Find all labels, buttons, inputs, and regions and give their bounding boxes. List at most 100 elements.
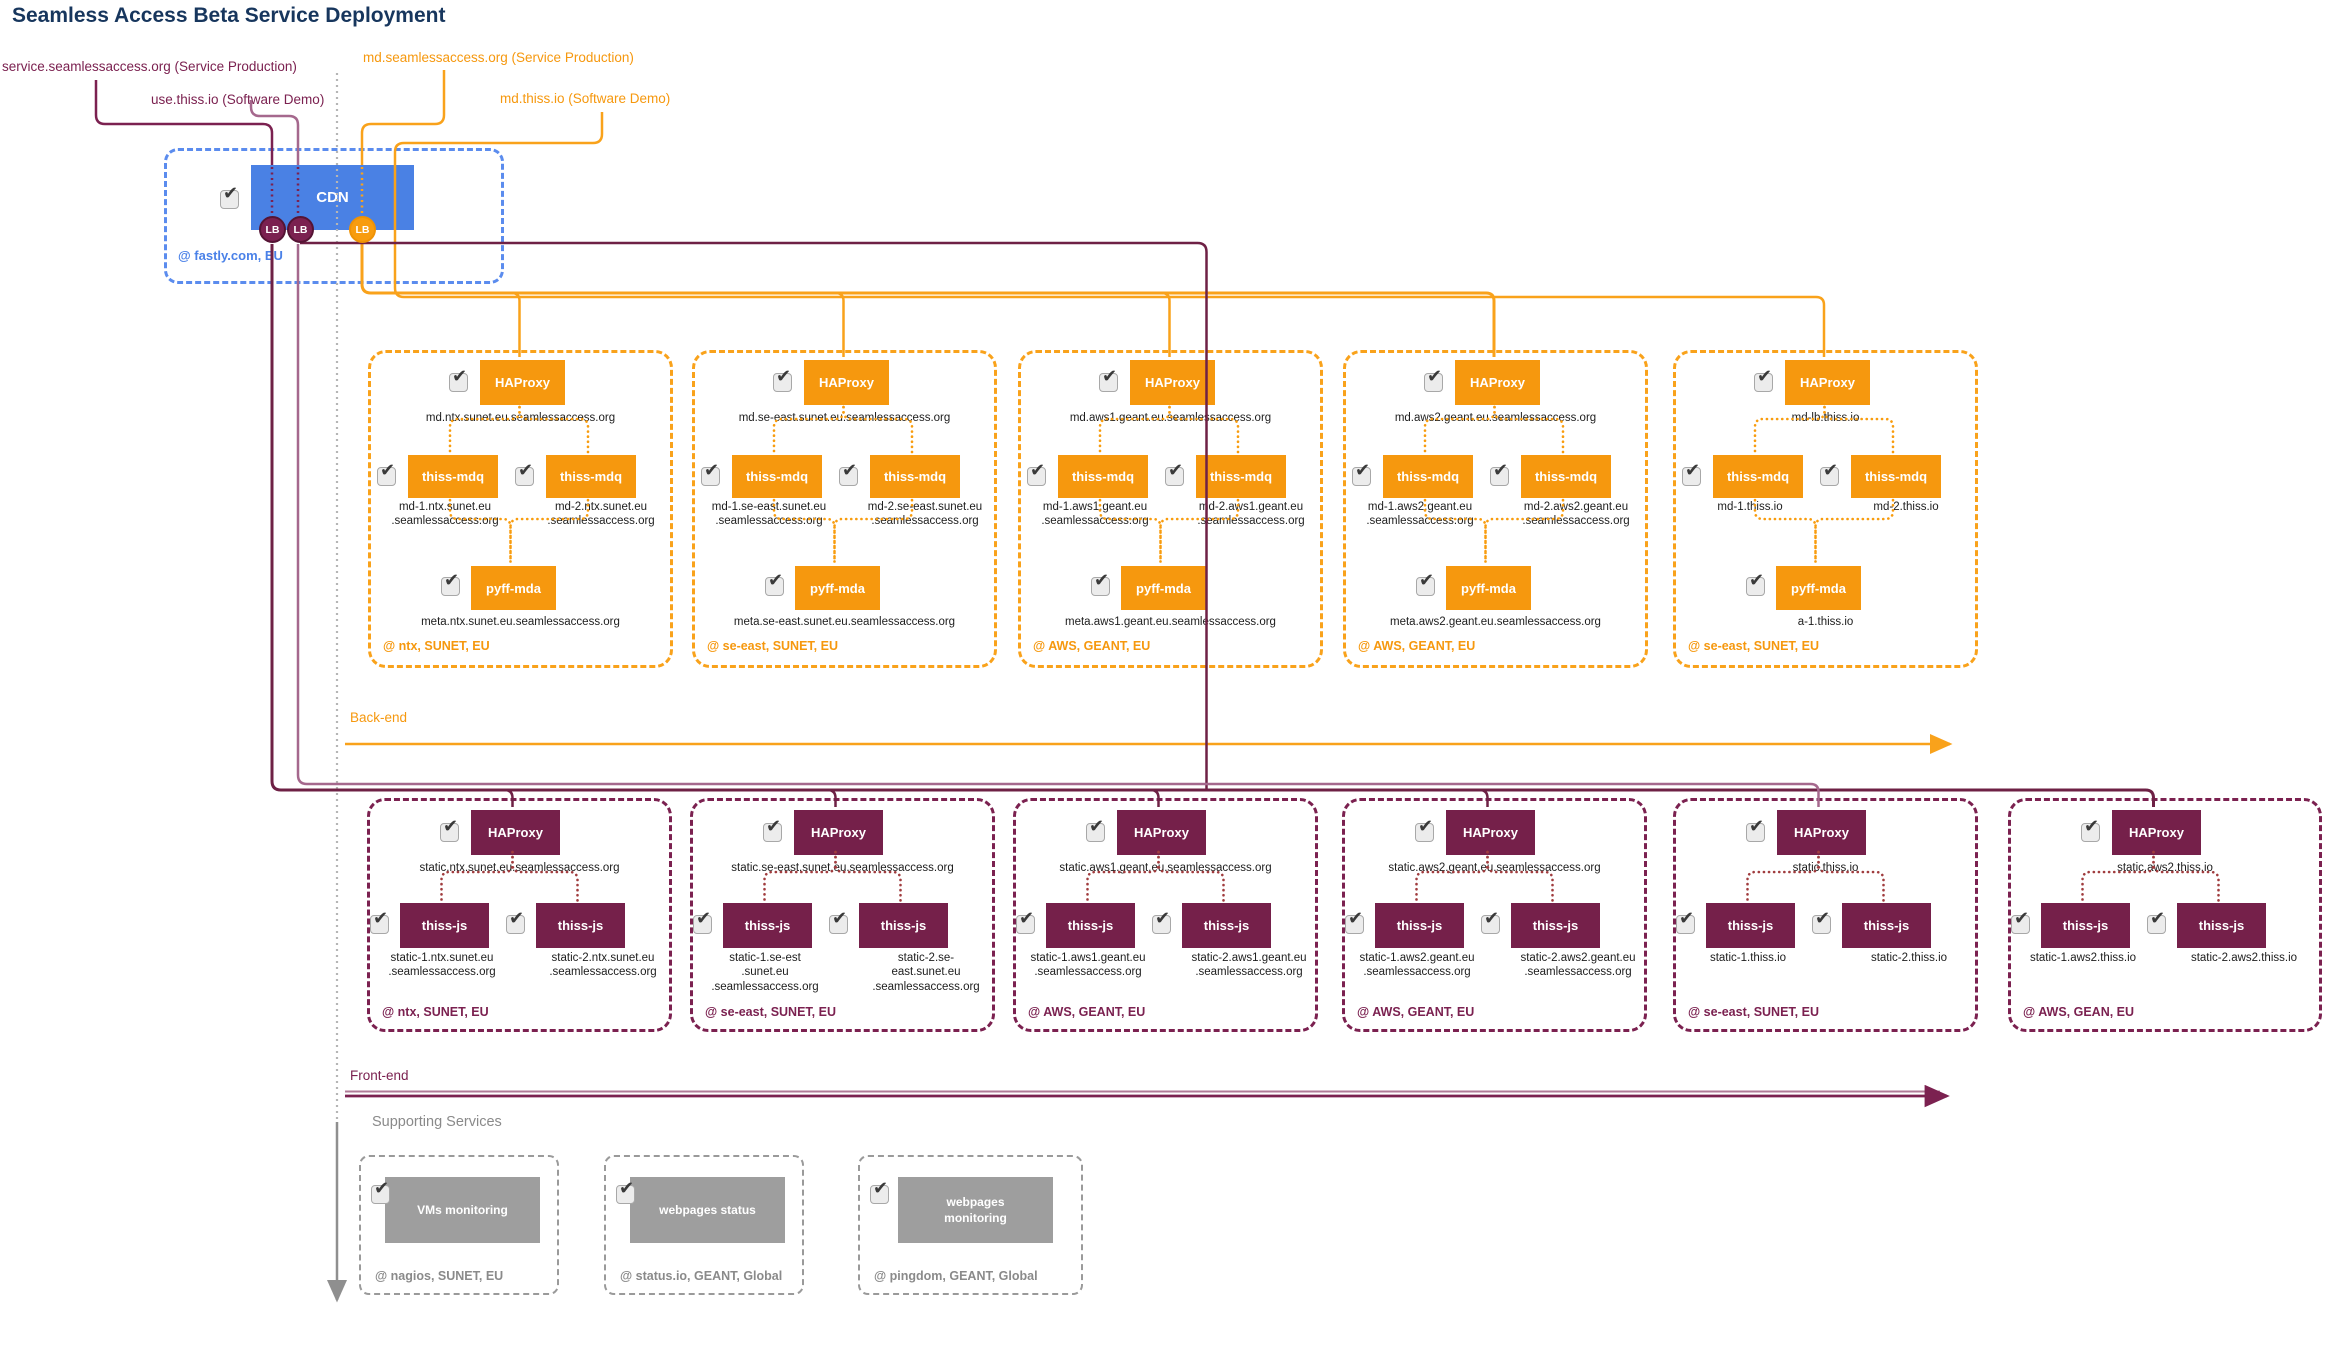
checkbox-checked[interactable] [377, 460, 396, 486]
pyff-mda-node: pyff-mda [1446, 566, 1531, 610]
thiss-js-node: thiss-js [400, 903, 489, 948]
label-service-production-frontend: service.seamlessaccess.org (Service Prod… [2, 59, 297, 74]
checkbox-checked[interactable] [441, 570, 460, 596]
site-location-label: @ pingdom, GEANT, Global [874, 1269, 1038, 1283]
hostname-label: md-lb.thiss.io [1791, 412, 1860, 424]
hostname-label: static-2.thiss.io [1870, 952, 1948, 964]
haproxy-node: HAProxy [1785, 360, 1870, 405]
hostname-label: md-2.ntx.sunet.eu .seamlessaccess.org [547, 501, 655, 528]
haproxy-node: HAProxy [1130, 360, 1215, 405]
hostname-label: md-1.se-east.sunet.eu .seamlessaccess.or… [711, 501, 827, 528]
checkbox-checked[interactable] [839, 460, 858, 486]
hostname-label: md-1.aws2.geant.eu .seamlessaccess.org [1366, 501, 1474, 528]
site-location-label: @ nagios, SUNET, EU [375, 1269, 504, 1283]
backend-flow-label: Back-end [350, 710, 408, 725]
checkbox-checked[interactable] [1490, 460, 1509, 486]
hostname-label: md.se-east.sunet.eu.seamlessaccess.org [738, 412, 951, 424]
thiss-js-node: thiss-js [859, 903, 948, 948]
checkbox-checked[interactable] [506, 908, 525, 934]
checkbox-checked[interactable] [765, 570, 784, 596]
haproxy-node: HAProxy [1117, 810, 1206, 855]
thiss-mdq-node: thiss-mdq [408, 455, 498, 498]
thiss-mdq-node: thiss-mdq [732, 455, 822, 498]
hostname-label: static-2.ntx.sunet.eu .seamlessaccess.or… [549, 952, 657, 979]
checkbox-checked[interactable] [1746, 570, 1765, 596]
hostname-label: md-2.se-east.sunet.eu .seamlessaccess.or… [867, 501, 983, 528]
checkbox-checked[interactable] [1416, 570, 1435, 596]
checkbox-checked[interactable] [449, 366, 468, 392]
thiss-js-node: thiss-js [1511, 903, 1600, 948]
checkbox-checked[interactable] [2147, 908, 2166, 934]
haproxy-node: HAProxy [2112, 810, 2201, 855]
thiss-js-node: thiss-js [1706, 903, 1795, 948]
checkbox-checked[interactable] [763, 816, 782, 842]
checkbox-checked[interactable] [693, 908, 712, 934]
checkbox-checked[interactable] [829, 908, 848, 934]
lb-badge: LB [287, 216, 314, 243]
checkbox-checked[interactable] [1415, 816, 1434, 842]
checkbox-checked[interactable] [773, 366, 792, 392]
checkbox-checked[interactable] [1746, 816, 1765, 842]
thiss-js-node: thiss-js [536, 903, 625, 948]
hostname-label: static-2.aws2.thiss.io [2190, 952, 2298, 964]
checkbox-checked[interactable] [1424, 366, 1443, 392]
checkbox-checked[interactable] [1016, 908, 1035, 934]
checkbox-checked[interactable] [1682, 460, 1701, 486]
checkbox-checked[interactable] [870, 1178, 889, 1204]
hostname-label: meta.se-east.sunet.eu.seamlessaccess.org [733, 616, 956, 628]
hostname-label: md-2.aws2.geant.eu .seamlessaccess.org [1522, 501, 1630, 528]
supporting-service-webpages-monitoring: webpages monitoring @ pingdom, GEANT, Gl… [858, 1155, 1083, 1295]
checkbox-checked[interactable] [2081, 816, 2100, 842]
frontend-site-5: HAProxy static.thiss.io thiss-js thiss-j… [1673, 798, 1978, 1032]
supporting-services-heading: Supporting Services [372, 1114, 502, 1130]
hostname-label: static-2.se- east.sunet.eu .seamlessacce… [872, 952, 980, 993]
site-location-label: @ se-east, SUNET, EU [707, 639, 838, 653]
site-location-label: @ AWS, GEANT, EU [1028, 1005, 1146, 1019]
monitoring-node: VMs monitoring [385, 1177, 540, 1243]
checkbox-checked[interactable] [1352, 460, 1371, 486]
checkbox-checked[interactable] [1754, 366, 1773, 392]
checkbox-checked[interactable] [1152, 908, 1171, 934]
checkbox-checked[interactable] [1086, 816, 1105, 842]
checkbox-checked[interactable] [1345, 908, 1364, 934]
frontend-site-3: HAProxy static.aws1.geant.eu.seamlessacc… [1013, 798, 1318, 1032]
site-location-label: @ status.io, GEANT, Global [620, 1269, 783, 1283]
hostname-label: static-1.aws1.geant.eu .seamlessaccess.o… [1030, 952, 1146, 979]
checkbox-checked[interactable] [220, 183, 239, 209]
thiss-mdq-node: thiss-mdq [870, 455, 960, 498]
checkbox-checked[interactable] [370, 908, 389, 934]
checkbox-checked[interactable] [371, 1178, 390, 1204]
hostname-label: static.ntx.sunet.eu.seamlessaccess.org [419, 862, 620, 874]
thiss-js-node: thiss-js [1046, 903, 1135, 948]
hostname-label: static.aws2.thiss.io [2117, 862, 2213, 874]
checkbox-checked[interactable] [1676, 908, 1695, 934]
thiss-mdq-node: thiss-mdq [1713, 455, 1803, 498]
site-location-label: @ se-east, SUNET, EU [1688, 639, 1819, 653]
checkbox-checked[interactable] [1812, 908, 1831, 934]
checkbox-checked[interactable] [1165, 460, 1184, 486]
checkbox-checked[interactable] [2011, 908, 2030, 934]
lb-badge: LB [349, 216, 376, 243]
checkbox-checked[interactable] [616, 1178, 635, 1204]
label-software-demo-backend: md.thiss.io (Software Demo) [500, 91, 671, 106]
checkbox-checked[interactable] [1099, 366, 1118, 392]
supporting-service-webpages-status: webpages status @ status.io, GEANT, Glob… [604, 1155, 804, 1295]
checkbox-checked[interactable] [1820, 460, 1839, 486]
haproxy-node: HAProxy [480, 360, 565, 405]
hostname-label: md-1.ntx.sunet.eu .seamlessaccess.org [391, 501, 499, 528]
checkbox-checked[interactable] [515, 460, 534, 486]
hostname-label: meta.aws1.geant.eu.seamlessaccess.org [1065, 616, 1276, 628]
pyff-mda-node: pyff-mda [1776, 566, 1861, 610]
pyff-mda-node: pyff-mda [795, 566, 880, 610]
site-location-label: @ ntx, SUNET, EU [383, 639, 490, 653]
site-location-label: @ AWS, GEANT, EU [1033, 639, 1151, 653]
hostname-label: static-1.ntx.sunet.eu .seamlessaccess.or… [388, 952, 496, 979]
checkbox-checked[interactable] [440, 816, 459, 842]
page-title: Seamless Access Beta Service Deployment [12, 4, 446, 27]
checkbox-checked[interactable] [1481, 908, 1500, 934]
checkbox-checked[interactable] [701, 460, 720, 486]
hostname-label: md-1.aws1.geant.eu .seamlessaccess.org [1041, 501, 1149, 528]
haproxy-node: HAProxy [1446, 810, 1535, 855]
checkbox-checked[interactable] [1027, 460, 1046, 486]
checkbox-checked[interactable] [1091, 570, 1110, 596]
